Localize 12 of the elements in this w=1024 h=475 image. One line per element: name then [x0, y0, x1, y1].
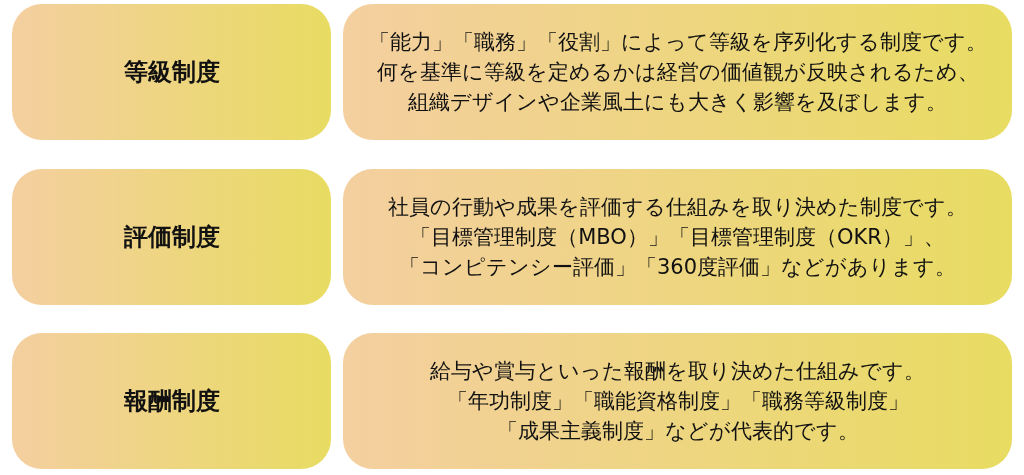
category-title: 報酬制度: [123, 386, 220, 417]
category-box: [12, 333, 331, 469]
description-box: [343, 4, 1012, 140]
category-box: [12, 4, 331, 140]
description-box: [343, 333, 1012, 469]
category-title: 評価制度: [123, 222, 220, 253]
description-text: 社員の行動や成果を評価する仕組みを取り決めた制度です。「目標管理制度（MBO）」「目標管理制度（OKR）」、「コンピテンシー評価」「360度評価」などがあります。: [387, 194, 968, 281]
category-title: 等級制度: [123, 57, 220, 88]
description-box: [343, 169, 1012, 305]
category-box: [12, 169, 331, 305]
description-text: 給与や賞与といった報酬を取り決めた仕組みです。「年功制度」「職能資格制度」「職務等級制度」「成果主義制度」などが代表的です。: [429, 358, 926, 445]
description-text: 「能力」「職務」「役割」によって等級を序列化する制度です。何を基準に等級を定めるかは経営の価値観が反映されるため、組織デザインや企業風土にも大きく影響を及ぼします。: [367, 29, 988, 116]
